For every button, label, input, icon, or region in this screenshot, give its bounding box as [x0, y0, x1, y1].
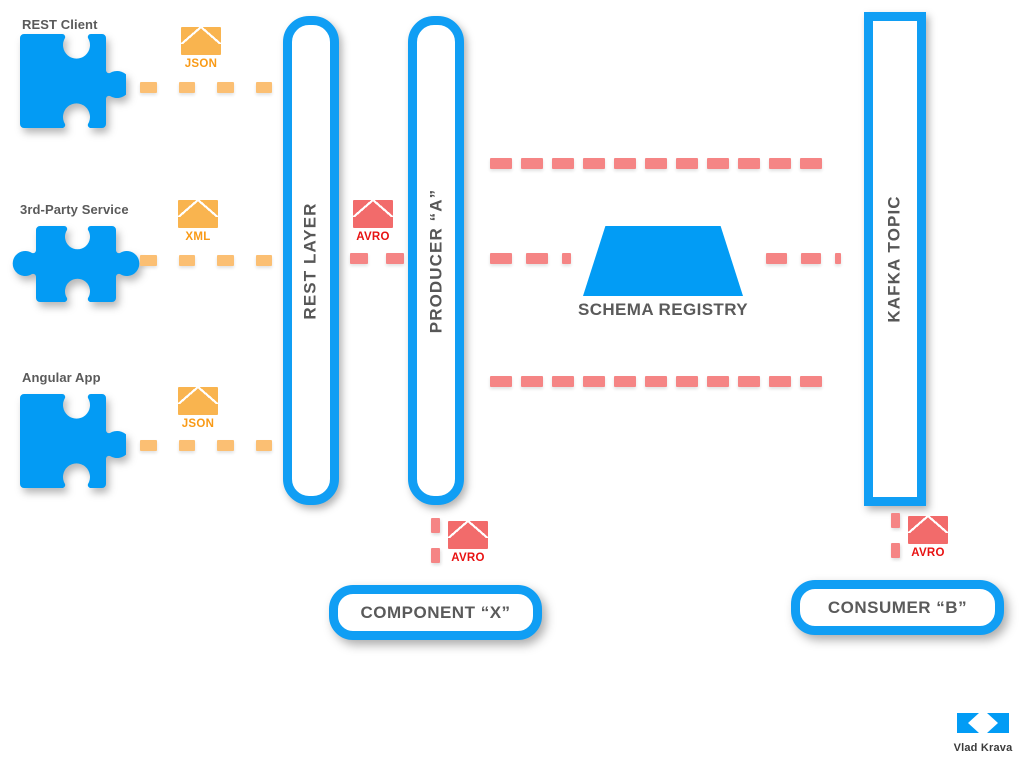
- flow-dash-third-party: [140, 255, 272, 266]
- lane-label-producer-a: PRODUCER “A”: [426, 188, 445, 333]
- envelope-icon-avro-consumer-b: AVRO: [908, 516, 948, 559]
- puzzle-piece-icon: [12, 222, 140, 306]
- source-label-angular-app: Angular App: [22, 370, 101, 385]
- flow-dash-consumer-b-2: [891, 543, 900, 558]
- format-label-avro-producer: AVRO: [356, 231, 390, 243]
- watermark-name: Vlad Krava: [953, 742, 1013, 754]
- format-label-avro-consumer-b: AVRO: [911, 547, 945, 559]
- schema-registry-shape[interactable]: [583, 226, 743, 296]
- lane-label-kafka-topic: KAFKA TOPIC: [885, 195, 905, 323]
- watermark-logo: Vlad Krava: [948, 710, 1018, 754]
- flow-dash-registry-top: [490, 158, 831, 169]
- schema-registry-label: SCHEMA REGISTRY: [577, 300, 749, 319]
- flow-dash-registry-bottom: [490, 376, 831, 387]
- lane-label-rest-layer: REST LAYER: [301, 201, 320, 320]
- envelope-icon-avro-component-x: AVRO: [448, 521, 488, 564]
- component-x-box[interactable]: COMPONENT “X”: [329, 585, 542, 640]
- puzzle-piece-icon: [18, 390, 131, 502]
- flow-dash-registry-left: [490, 253, 575, 264]
- format-label-json-1: JSON: [184, 58, 218, 70]
- flow-dash-rest-to-producer: [350, 253, 404, 264]
- lane-rest-layer[interactable]: REST LAYER: [283, 16, 339, 505]
- format-label-xml: XML: [185, 231, 211, 243]
- envelope-icon-json-2: JSON: [178, 387, 218, 430]
- envelope-icon-avro-producer: AVRO: [353, 200, 393, 243]
- flow-dash-registry-right: [766, 253, 842, 264]
- envelope-icon-xml: XML: [178, 200, 218, 243]
- flow-dash-angular-app: [140, 440, 272, 451]
- consumer-b-label: CONSUMER “B”: [827, 597, 968, 617]
- format-label-json-2: JSON: [181, 418, 215, 430]
- flow-dash-component-x-2: [431, 548, 440, 563]
- consumer-b-box[interactable]: CONSUMER “B”: [791, 580, 1004, 635]
- component-x-label: COMPONENT “X”: [360, 602, 511, 622]
- envelope-icon-json-1: JSON: [181, 27, 221, 70]
- puzzle-piece-icon: [18, 30, 131, 142]
- format-label-avro-component-x: AVRO: [451, 552, 485, 564]
- lane-producer-a[interactable]: PRODUCER “A”: [408, 16, 464, 505]
- source-label-rest-client: REST Client: [22, 17, 98, 32]
- flow-dash-consumer-b-1: [891, 513, 900, 528]
- lane-kafka-topic[interactable]: KAFKA TOPIC: [864, 12, 926, 506]
- flow-dash-rest-client: [140, 82, 272, 93]
- flow-dash-component-x-1: [431, 518, 440, 533]
- vk-arrows-logo-icon: [957, 713, 1009, 733]
- source-label-third-party: 3rd-Party Service: [20, 202, 129, 217]
